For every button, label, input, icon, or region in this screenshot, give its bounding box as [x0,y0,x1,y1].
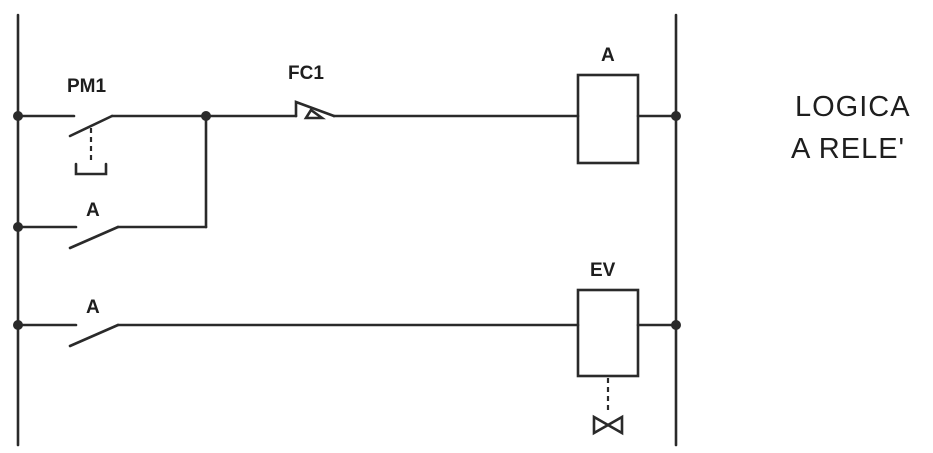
title-line-1: LOGICA [795,91,911,123]
fc1-cam-icon [303,108,326,120]
a-contact-1-blade [68,225,120,250]
coil-a [576,73,640,165]
fc1-limit-switch-blade [294,100,336,118]
a-contact-2-blade [68,323,120,348]
solenoid-valve-icon [592,414,624,436]
holding-branch [13,114,208,250]
coil-ev [576,288,640,378]
label-contact-a-2: A [86,297,100,318]
title-line-2: A RELE' [791,133,905,165]
pm1-pushbutton-icon [74,162,108,176]
rung2-right-node [671,320,681,330]
rung2-left-node [13,320,23,330]
label-coil-a: A [601,45,615,66]
label-coil-ev: EV [590,260,616,281]
branch-left-node [13,222,23,232]
rung-2 [13,288,681,436]
label-fc1: FC1 [288,63,324,84]
pm1-contact-blade [68,114,114,138]
rung-1 [13,73,681,176]
label-contact-a-1: A [86,200,100,221]
label-pm1: PM1 [67,76,107,97]
rung1-right-node [671,111,681,121]
rung1-left-node [13,111,23,121]
